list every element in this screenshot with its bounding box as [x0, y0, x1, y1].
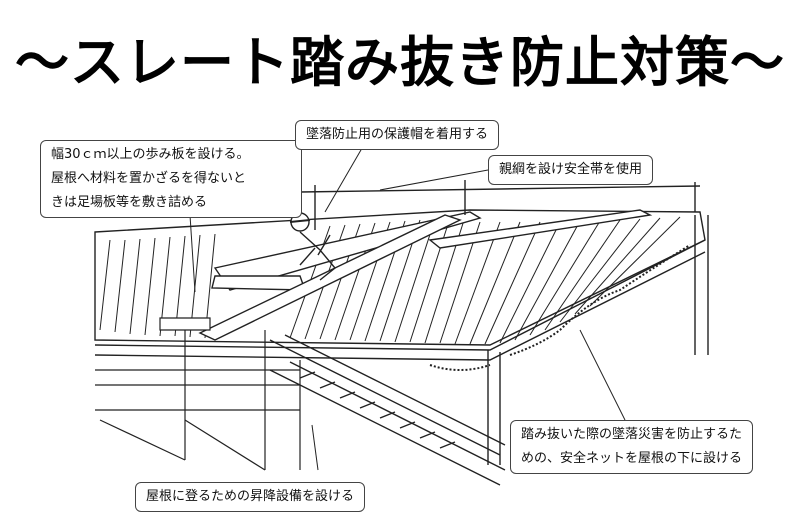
callout-net-line-2: めの、安全ネットを屋根の下に設ける	[521, 451, 743, 466]
leader-helmet	[324, 142, 366, 213]
leader-stairs	[311, 424, 319, 471]
leader-lifeline	[379, 169, 489, 191]
callout-walkway: 幅30ｃｍ以上の歩み板を設ける。 屋根へ材料を置かざるを得ないと きは足場板等を…	[40, 140, 302, 218]
leader-net	[579, 329, 626, 421]
callout-walkway-line-1: 幅30ｃｍ以上の歩み板を設ける。	[51, 147, 250, 162]
callout-walkway-line-3: きは足場板等を敷き詰める	[51, 195, 208, 210]
page-title: ～スレート踏み抜き防止対策～	[15, 31, 785, 94]
lifeline-post	[314, 180, 696, 230]
callout-helmet: 墜落防止用の保護帽を着用する	[295, 120, 500, 150]
callout-stairs: 屋根に登るための昇降設備を設ける	[135, 482, 366, 512]
safety-net	[509, 244, 691, 356]
stairs	[269, 334, 506, 486]
callout-walkway-line-2: 屋根へ材料を置かざるを得ないと	[51, 171, 247, 186]
leader-walkway	[189, 214, 196, 293]
callout-net-line-1: 踏み抜いた際の墜落災害を防止するた	[521, 427, 743, 442]
callout-lifeline: 親綱を設け安全帯を使用	[488, 155, 654, 185]
callout-net: 踏み抜いた際の墜落災害を防止するた めの、安全ネットを屋根の下に設ける	[510, 420, 754, 474]
lifeline-rope	[299, 185, 701, 193]
scaffold	[95, 317, 301, 471]
roof-eave	[94, 239, 706, 351]
column	[487, 350, 501, 465]
